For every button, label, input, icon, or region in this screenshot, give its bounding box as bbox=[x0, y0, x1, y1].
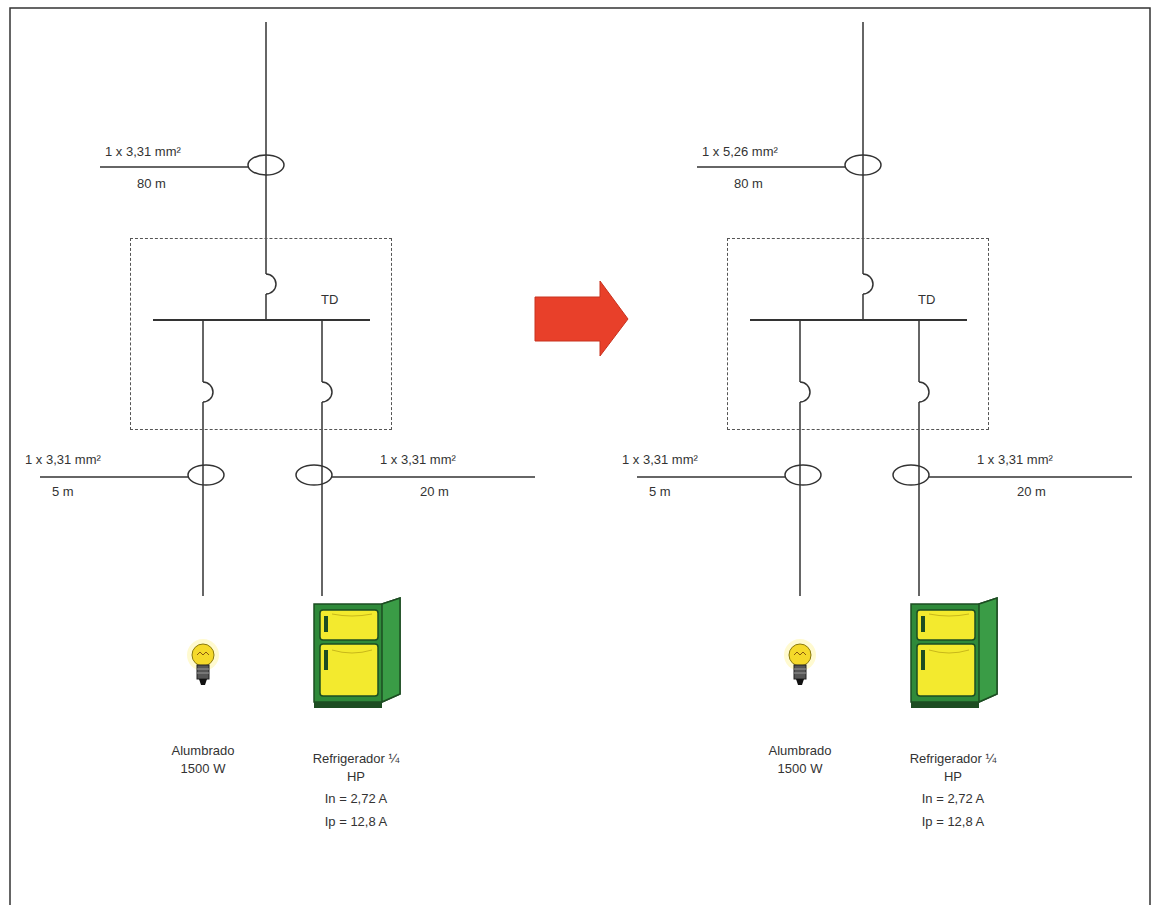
distribution-board: TD bbox=[727, 238, 989, 430]
cable-spec: 1 x 5,26 mm² bbox=[702, 144, 778, 160]
breaker-symbol bbox=[322, 382, 332, 402]
cable-spec: 1 x 3,31 mm² bbox=[105, 144, 181, 160]
cable-spec: 1 x 3,31 mm² bbox=[622, 452, 698, 468]
cable-spec: 20 m bbox=[420, 484, 449, 500]
right-schematic bbox=[637, 22, 1132, 485]
cable-spec: 1 x 3,31 mm² bbox=[25, 452, 101, 468]
busbar bbox=[750, 319, 967, 321]
leader-line bbox=[100, 166, 248, 168]
branch-wire bbox=[202, 320, 204, 382]
breaker-symbol bbox=[800, 382, 810, 402]
branch-wire bbox=[202, 402, 204, 430]
cable-marker bbox=[296, 465, 332, 485]
cable-marker bbox=[785, 465, 821, 485]
distribution-board: TD bbox=[130, 238, 392, 430]
cable-spec: 5 m bbox=[52, 484, 74, 500]
branch-wire bbox=[918, 402, 920, 430]
branch-wire bbox=[799, 320, 801, 382]
feeder-wire bbox=[799, 430, 801, 596]
load-rating: In = 2,72 A bbox=[304, 790, 408, 808]
leader-line bbox=[332, 476, 535, 478]
refrigerator-icon bbox=[314, 598, 400, 708]
load-device: Refrigerador ¼ HP In = 2,72 A Ip = 12,8 A bbox=[901, 596, 1005, 830]
load-device: Alumbrado 1500 W bbox=[755, 596, 845, 777]
cable-spec: 20 m bbox=[1017, 484, 1046, 500]
busbar bbox=[153, 319, 370, 321]
load-name: Alumbrado 1500 W bbox=[755, 742, 845, 777]
cable-marker bbox=[845, 155, 881, 175]
left-schematic bbox=[40, 22, 535, 485]
branch-wire bbox=[321, 402, 323, 430]
feed-wire bbox=[265, 294, 267, 320]
load-name: Alumbrado 1500 W bbox=[158, 742, 248, 777]
leader-line bbox=[637, 476, 785, 478]
breaker-symbol bbox=[919, 382, 929, 402]
cable-spec: 1 x 3,31 mm² bbox=[977, 452, 1053, 468]
breaker-symbol bbox=[203, 382, 213, 402]
load-name: Refrigerador ¼ HP bbox=[901, 750, 1005, 785]
transition-arrow bbox=[535, 281, 628, 356]
cable-spec: 80 m bbox=[137, 176, 166, 192]
leader-line bbox=[40, 476, 188, 478]
load-device: Refrigerador ¼ HP In = 2,72 A Ip = 12,8 A bbox=[304, 596, 408, 830]
leader-line bbox=[929, 476, 1132, 478]
refrigerator-icon bbox=[911, 598, 997, 708]
feed-wire bbox=[862, 22, 864, 274]
cable-marker bbox=[188, 465, 224, 485]
load-rating: Ip = 12,8 A bbox=[901, 813, 1005, 831]
board-label: TD bbox=[918, 291, 935, 309]
lamp-icon bbox=[784, 639, 816, 685]
breaker-symbol bbox=[266, 274, 276, 294]
branch-wire bbox=[321, 320, 323, 382]
load-device: Alumbrado 1500 W bbox=[158, 596, 248, 777]
load-name: Refrigerador ¼ HP bbox=[304, 750, 408, 785]
feeder-wire bbox=[918, 430, 920, 596]
cable-spec: 1 x 3,31 mm² bbox=[380, 452, 456, 468]
feeder-wire bbox=[202, 430, 204, 596]
feed-wire bbox=[265, 22, 267, 274]
breaker-symbol bbox=[863, 274, 873, 294]
load-rating: In = 2,72 A bbox=[901, 790, 1005, 808]
feed-wire bbox=[862, 294, 864, 320]
load-rating: Ip = 12,8 A bbox=[304, 813, 408, 831]
feeder-wire bbox=[321, 430, 323, 596]
leader-line bbox=[697, 166, 845, 168]
board-label: TD bbox=[321, 291, 338, 309]
cable-spec: 5 m bbox=[649, 484, 671, 500]
cable-marker bbox=[893, 465, 929, 485]
cable-marker bbox=[248, 155, 284, 175]
branch-wire bbox=[918, 320, 920, 382]
branch-wire bbox=[799, 402, 801, 430]
frame bbox=[10, 8, 1150, 905]
cable-spec: 80 m bbox=[734, 176, 763, 192]
lamp-icon bbox=[187, 639, 219, 685]
